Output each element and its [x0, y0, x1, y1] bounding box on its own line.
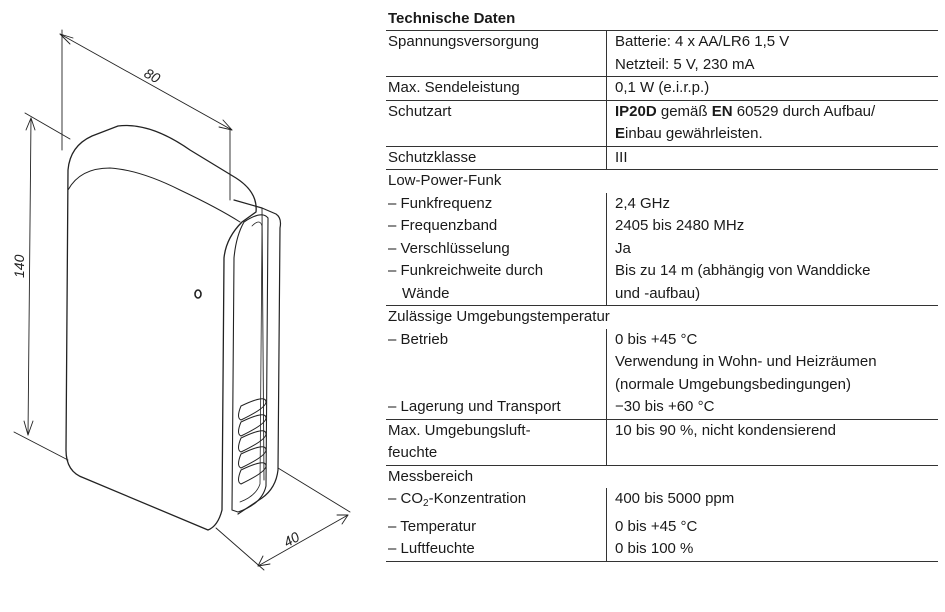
spec-value: 0,1 W (e.i.r.p.): [606, 76, 938, 100]
spec-label: Spannungsversorgung: [386, 30, 607, 77]
table-row-storage: – Lagerung und Transport −30 bis +60 °C: [386, 396, 938, 419]
spec-value-line: Einbau gewährleisten.: [615, 123, 938, 146]
spec-value: Bis zu 14 m (abhängig von Wanddicke und …: [606, 260, 938, 306]
spec-value: 0 bis +45 °C: [606, 515, 938, 538]
spec-value: 0 bis +45 °C Verwendung in Wohn- und Hei…: [606, 328, 938, 396]
spec-value: IP20D gemäß EN 60529 durch Aufbau/ Einba…: [606, 99, 938, 146]
table-row-measure-temp: – Temperatur 0 bis +45 °C: [386, 515, 938, 538]
spec-label: – Funkreichweite durch Wände: [386, 260, 607, 306]
spec-label: – Temperatur: [388, 517, 477, 535]
table-row-humidity: Max. Umgebungsluft- feuchte 10 bis 90 %,…: [386, 418, 938, 465]
spec-value-line: 0 bis +45 °C: [615, 330, 698, 348]
text-fragment: -Konzentration: [428, 490, 527, 507]
dimension-depth-label: 40: [281, 528, 303, 550]
spec-value-line: und -aufbau): [615, 284, 701, 302]
table-row-radio-head: Low-Power-Funk: [386, 169, 938, 193]
dimension-height-label: 140: [11, 254, 27, 278]
spec-value: 0 bis 100 %: [606, 538, 938, 562]
spec-value: −30 bis +60 °C: [606, 396, 938, 419]
spec-value: Ja: [606, 237, 938, 260]
spec-label-line: Wände: [402, 284, 450, 302]
spec-title: Technische Daten: [388, 10, 516, 27]
text-fragment: gemäß: [656, 102, 712, 120]
table-row-range: – Funkreichweite durch Wände Bis zu 14 m…: [386, 260, 938, 306]
text-fragment: E: [615, 125, 626, 142]
table-row-measure-head: Messbereich: [386, 464, 938, 488]
spec-label: Schutzart: [386, 99, 607, 146]
section-heading: Messbereich: [386, 464, 938, 488]
technical-data-section: Technische Daten Spannungsversorgung Bat…: [386, 8, 938, 562]
spec-value-line: Bis zu 14 m (abhängig von Wanddicke: [615, 262, 871, 279]
spec-label: – Frequenzband: [388, 217, 498, 234]
spec-value: 400 bis 5000 ppm: [606, 488, 938, 516]
spec-label: – CO2-Konzentration: [386, 488, 607, 516]
table-row-transmit: Max. Sendeleistung 0,1 W (e.i.r.p.): [386, 76, 938, 100]
table-row-band: – Frequenzband 2405 bis 2480 MHz: [386, 215, 938, 238]
spec-label: Max. Umgebungsluft- feuchte: [386, 418, 607, 465]
spec-value-line: (normale Umgebungsbedingungen): [615, 375, 851, 393]
spec-value-line: Verwendung in Wohn- und Heizräumen: [615, 353, 877, 370]
text-fragment: 60529 durch Aufbau/: [732, 102, 876, 120]
table-row-freq: – Funkfrequenz 2,4 GHz: [386, 192, 938, 215]
text-fragment: inbau gewährleisten.: [625, 125, 763, 142]
standard-code: EN: [711, 102, 733, 120]
table-row-co2: – CO2-Konzentration 400 bis 5000 ppm: [386, 488, 938, 516]
spec-label-line: – Funkreichweite durch: [388, 262, 544, 279]
spec-value-line: Batterie: 4 x AA/LR6 1,5 V: [615, 33, 790, 50]
spec-value: 2,4 GHz: [606, 192, 938, 215]
device-drawing: 80 140 40: [11, 29, 351, 571]
spec-value: III: [606, 145, 938, 170]
spec-label-line: feuchte: [388, 444, 438, 461]
table-row-encrypt: – Verschlüsselung Ja: [386, 237, 938, 260]
spec-table: Spannungsversorgung Batterie: 4 x AA/LR6…: [386, 30, 938, 562]
table-row-temp-head: Zulässige Umgebungstemperatur: [386, 305, 938, 329]
spec-value: 2405 bis 2480 MHz: [606, 215, 938, 238]
spec-label: – Betrieb: [388, 330, 449, 348]
dimension-width-label: 80: [142, 65, 164, 87]
ip-code: IP20D: [615, 102, 657, 120]
spec-value: Batterie: 4 x AA/LR6 1,5 V Netzteil: 5 V…: [606, 30, 938, 77]
spec-value: 10 bis 90 %, nicht kondensierend: [606, 418, 938, 465]
table-row-class: Schutzklasse III: [386, 145, 938, 170]
spec-label: – Verschlüsselung: [388, 239, 510, 257]
table-row-operation: – Betrieb 0 bis +45 °C Verwendung in Woh…: [386, 328, 938, 396]
section-heading: Zulässige Umgebungstemperatur: [386, 305, 938, 329]
subscript: 2: [423, 498, 429, 509]
spec-value-line: IP20D gemäß EN 60529 durch Aufbau/: [615, 101, 938, 124]
table-row-power: Spannungsversorgung Batterie: 4 x AA/LR6…: [386, 30, 938, 77]
section-heading: Low-Power-Funk: [386, 169, 938, 193]
spec-label: Max. Sendeleistung: [386, 76, 607, 100]
spec-label: – Funkfrequenz: [388, 194, 493, 212]
table-row-measure-humidity: – Luftfeuchte 0 bis 100 %: [386, 538, 938, 562]
table-row-protection: Schutzart IP20D gemäß EN 60529 durch Auf…: [386, 99, 938, 146]
spec-label-line: Max. Umgebungsluft-: [388, 421, 531, 439]
spec-label: – Lagerung und Transport: [388, 398, 561, 415]
spec-value-line: Netzteil: 5 V, 230 mA: [615, 55, 755, 73]
text-fragment: – CO: [388, 490, 424, 507]
spec-label: – Luftfeuchte: [386, 538, 607, 562]
spec-label: Schutzklasse: [386, 145, 607, 170]
